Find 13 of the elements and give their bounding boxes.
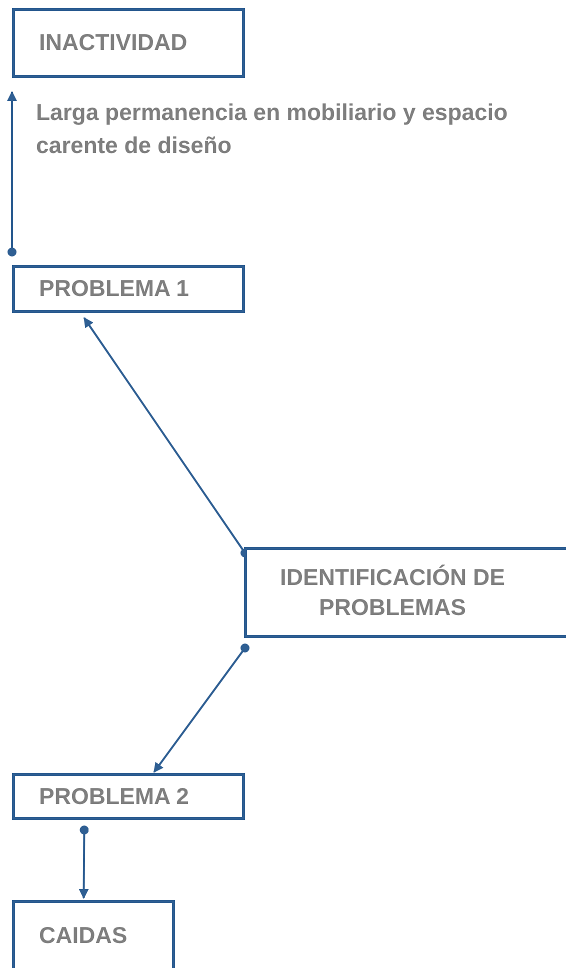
process-box — [12, 900, 175, 968]
process-box — [12, 8, 245, 78]
box-label: IDENTIFICACIÓN DE PROBLEMAS — [279, 562, 506, 622]
process-box — [12, 773, 245, 820]
box-label: PROBLEMA 2 — [39, 782, 189, 811]
arrow — [153, 644, 250, 773]
box-label: INACTIVIDAD — [39, 28, 188, 58]
arrow — [7, 91, 17, 256]
box-label: PROBLEMA 1 — [39, 274, 189, 304]
box-label: CAIDAS — [39, 921, 128, 950]
process-box — [12, 265, 245, 313]
arrow — [78, 826, 89, 899]
process-box — [244, 547, 566, 638]
